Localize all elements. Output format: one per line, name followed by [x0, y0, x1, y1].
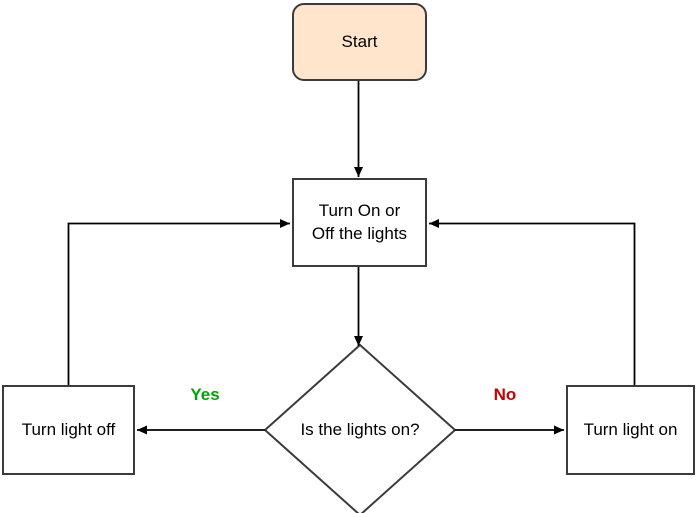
- node-turn-light-off-label: Turn light off: [21, 419, 116, 439]
- node-toggle-label-line2: Off the lights: [311, 223, 408, 243]
- node-start: Start: [292, 3, 427, 81]
- node-toggle-label-line1: Turn On or: [318, 200, 401, 220]
- node-turn-light-off: Turn light off: [2, 385, 135, 475]
- edge-label-yes: Yes: [190, 385, 220, 404]
- node-turn-light-on: Turn light on: [566, 385, 695, 475]
- edge-label-no: No: [493, 385, 517, 404]
- arrow-turn-on-to-toggle: [429, 219, 636, 385]
- node-toggle-lights: Turn On or Off the lights: [292, 178, 427, 267]
- arrow-turn-off-to-toggle: [67, 219, 290, 385]
- node-start-label: Start: [341, 31, 378, 51]
- decision-diamond-shape: [263, 343, 457, 513]
- node-turn-light-on-label: Turn light on: [583, 419, 678, 439]
